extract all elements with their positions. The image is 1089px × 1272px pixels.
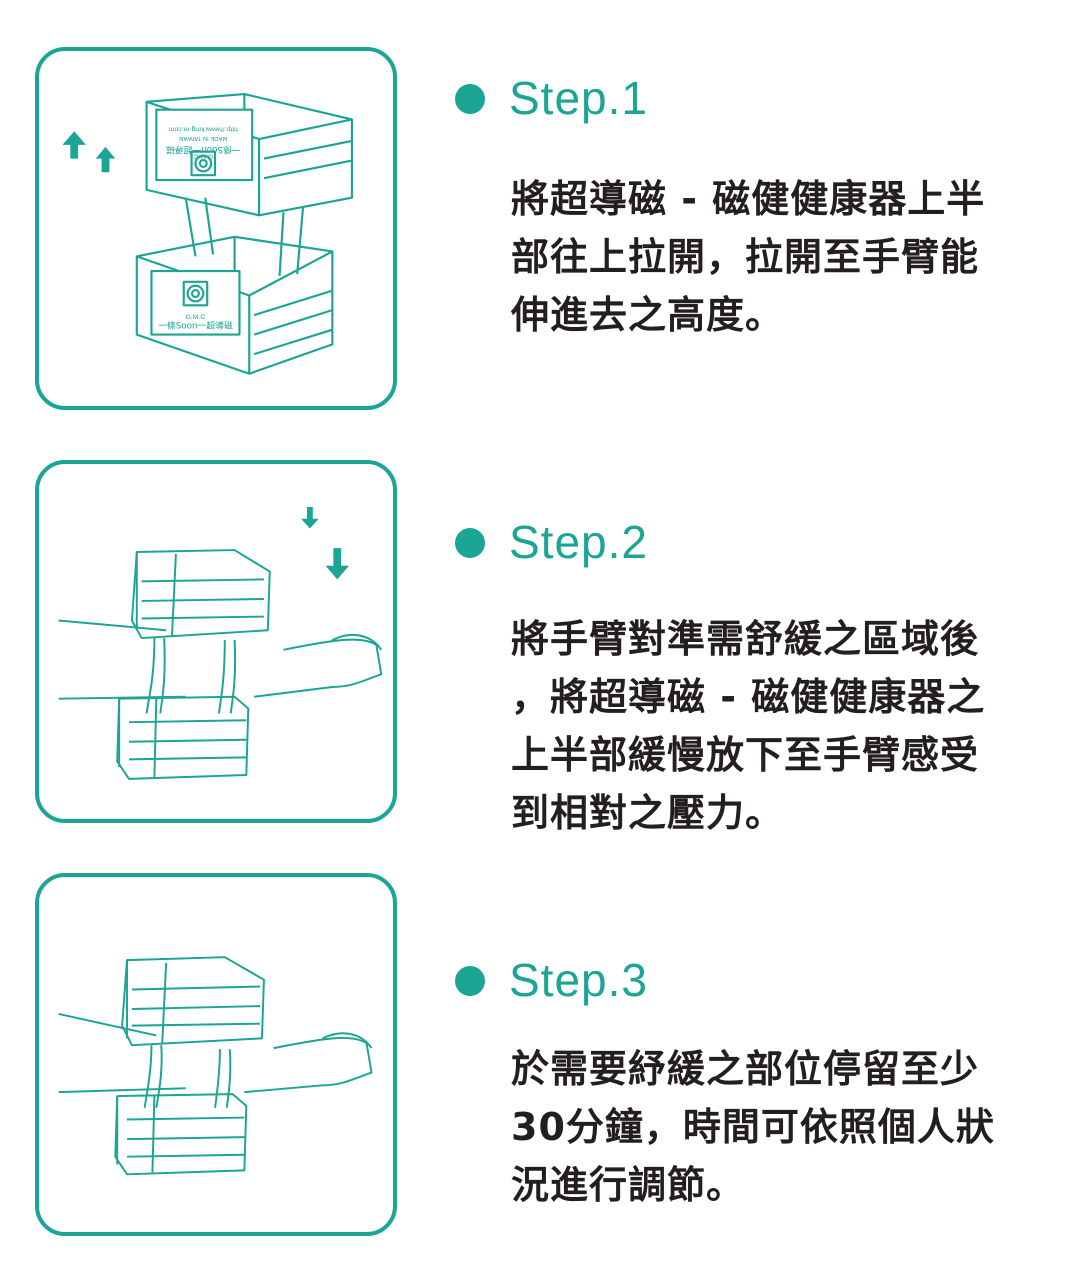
svg-text:一條Soon一超導磁: 一條Soon一超導磁 [166,144,241,156]
step2-line: 將手臂對準需舒緩之區域後 [511,617,980,661]
step1-title: Step.1 [509,72,648,124]
bullet-dot-icon [455,966,485,996]
step3-title: Step.3 [509,954,648,1006]
step3-header: Step.3 [455,952,1065,1012]
step3-line: 30分鐘，時間可依照個人狀 [511,1105,995,1149]
arm-resting-illustration [58,956,373,1176]
svg-text:MADE IN TAIWAN: MADE IN TAIWAN [179,135,227,141]
step2-illustration-panel [35,460,397,823]
step3-line: 況進行調節。 [511,1163,746,1207]
step3-description: 於需要紓緩之部位停留至少 30分鐘，時間可依照個人狀 況進行調節。 [511,1040,1051,1214]
bullet-dot-icon [455,528,485,558]
arm-insertion-illustration [58,507,383,780]
bullet-dot-icon [455,84,485,114]
step1-line: 伸進去之高度。 [511,293,785,337]
step3-line: 於需要紓緩之部位停留至少 [511,1047,980,1091]
step2-line: 到相對之壓力。 [511,791,785,835]
step1-illustration-panel: http://www.kmg-m.com MADE IN TAIWAN 一條So… [35,47,397,410]
up-arrow-icon [62,131,116,173]
step2-header: Step.2 [455,514,1065,574]
svg-text:G.M.C: G.M.C [186,314,206,321]
step1-header: Step.1 [455,70,1065,130]
svg-text:G.M.C: G.M.C [193,153,213,160]
step3-illustration-panel [35,873,397,1236]
step1-line: 將超導磁 - 磁健健康器上半 [511,177,986,221]
step2-title: Step.2 [509,516,648,568]
step1-section: Step.1 將超導磁 - 磁健健康器上半 部往上拉開，拉開至手臂能 伸進去之高… [455,70,1065,337]
step2-section: Step.2 將手臂對準需舒緩之區域後 ，將超導磁 - 磁健健康器之 上半部緩慢… [455,514,1065,835]
step2-line: 上半部緩慢放下至手臂感受 [511,733,980,777]
step1-description: 將超導磁 - 磁健健康器上半 部往上拉開，拉開至手臂能 伸進去之高度。 [511,170,1051,344]
step1-line: 部往上拉開，拉開至手臂能 [511,235,980,279]
device-pulled-apart-illustration: http://www.kmg-m.com MADE IN TAIWAN 一條So… [62,92,354,375]
svg-text:http://www.kmg-m.com: http://www.kmg-m.com [168,125,237,132]
step2-description: 將手臂對準需舒緩之區域後 ，將超導磁 - 磁健健康器之 上半部緩慢放下至手臂感受… [511,610,1051,842]
down-arrow-icon [301,507,349,580]
step2-line: ，將超導磁 - 磁健健康器之 [511,675,986,719]
svg-text:一條Soon一超導磁: 一條Soon一超導磁 [158,320,233,332]
step3-section: Step.3 於需要紓緩之部位停留至少 30分鐘，時間可依照個人狀 況進行調節。 [455,952,1065,1207]
